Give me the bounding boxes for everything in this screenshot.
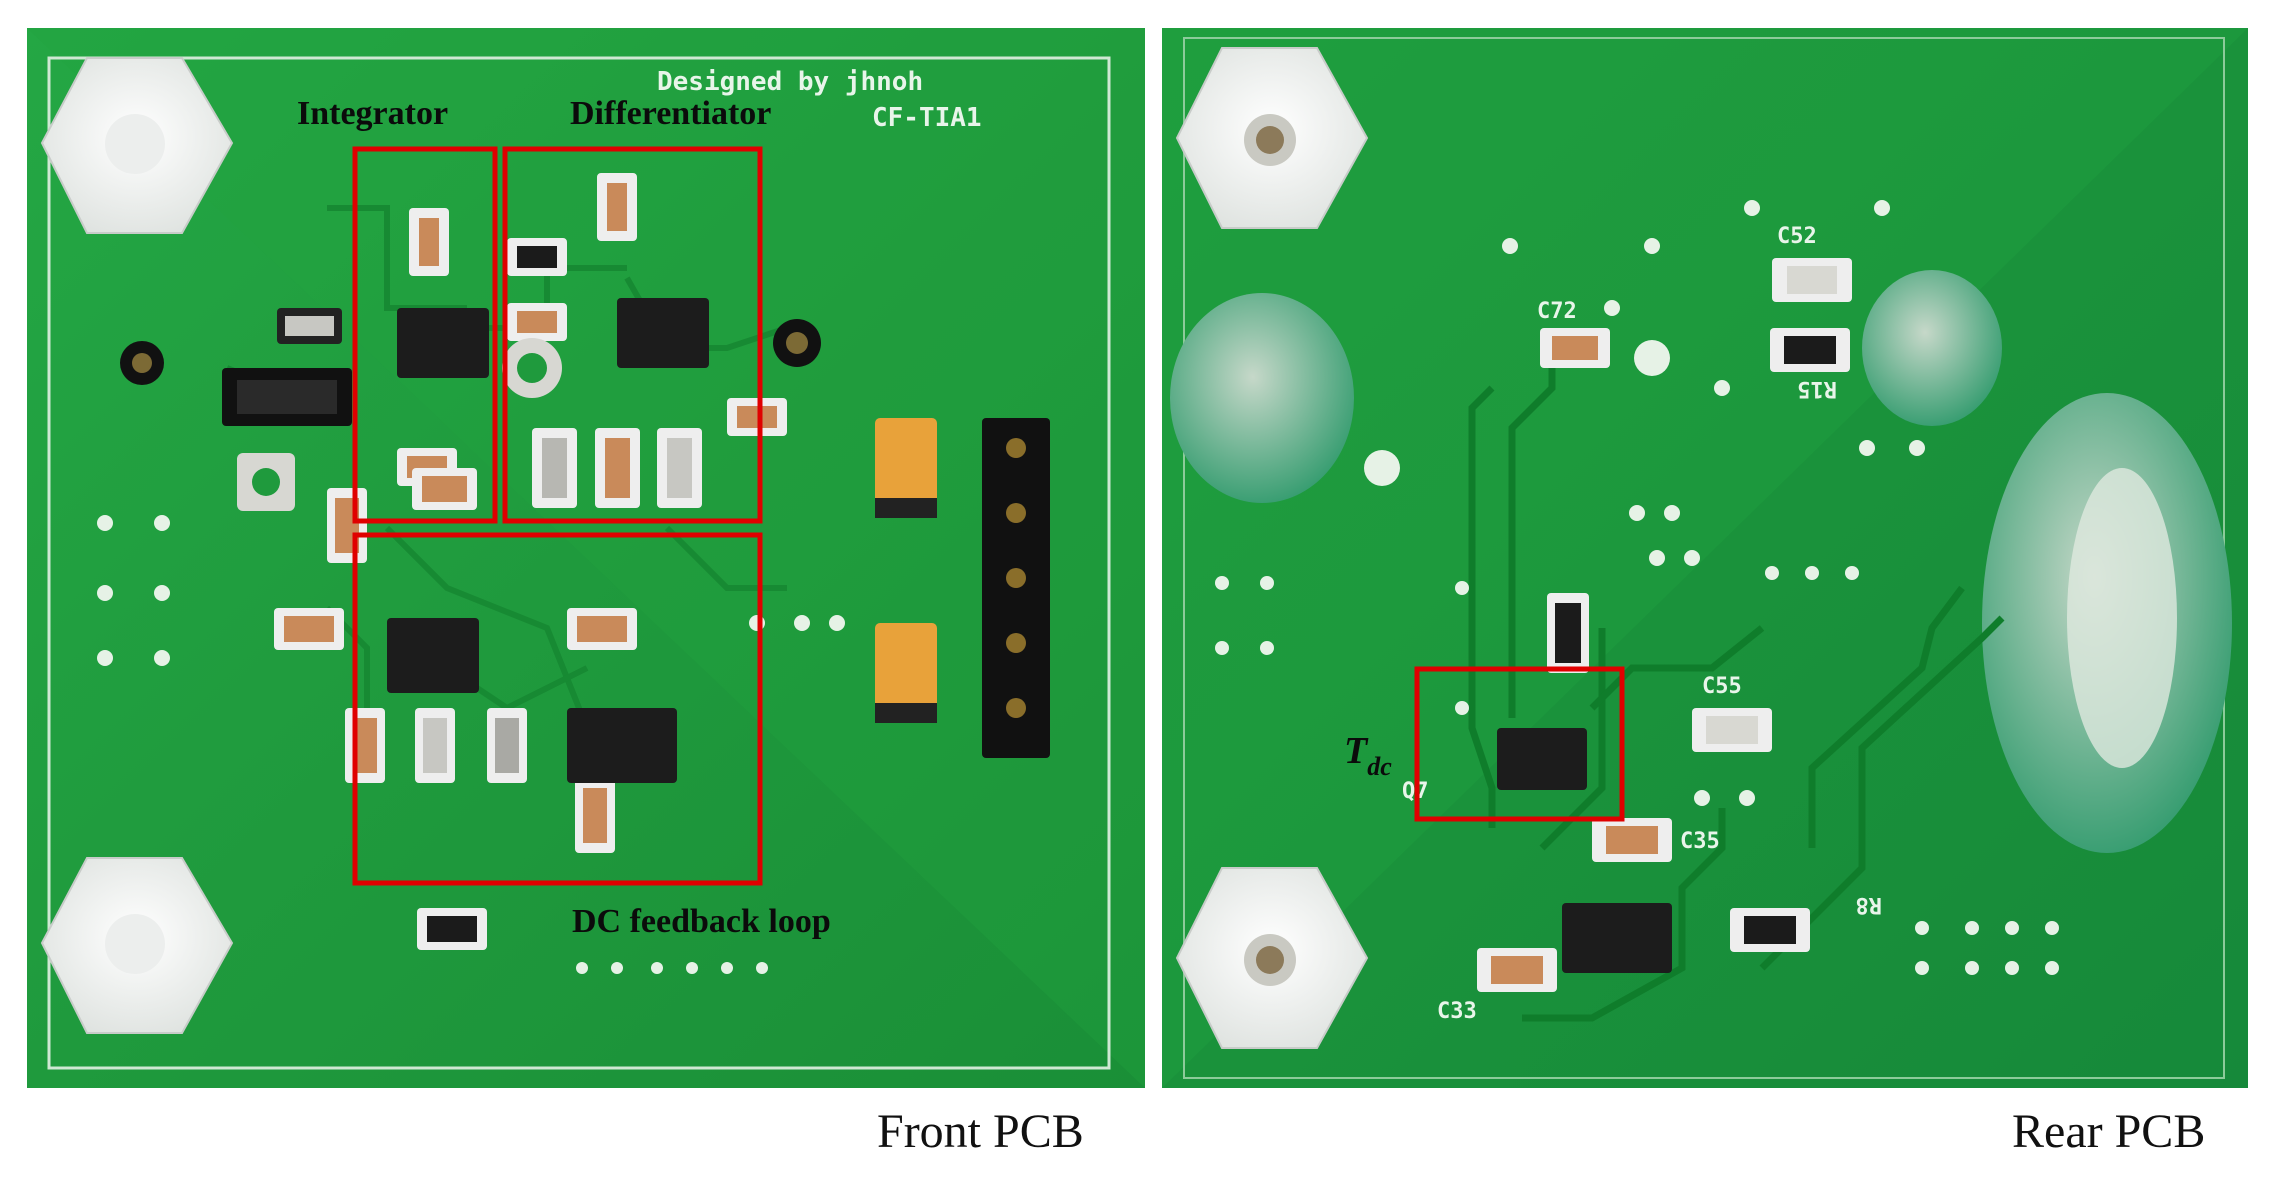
test-points bbox=[120, 319, 821, 511]
tdc-highlight-box bbox=[1414, 666, 1625, 822]
ic-packages bbox=[387, 298, 709, 783]
dc-feedback-box bbox=[352, 532, 763, 886]
board-outline bbox=[47, 56, 1111, 1070]
svg-text:C33: C33 bbox=[1437, 999, 1477, 1024]
rear-ics bbox=[1497, 728, 1672, 973]
tantalum-capacitors bbox=[875, 418, 937, 723]
label-dc-feedback-loop: DC feedback loop bbox=[572, 903, 831, 940]
silk-designer: Designed by jhnoh bbox=[657, 67, 923, 97]
svg-text:C52: C52 bbox=[1777, 224, 1817, 249]
caption-rear-pcb: Rear PCB bbox=[2012, 1105, 2206, 1158]
rear-smd bbox=[1477, 258, 1852, 992]
svg-text:C72: C72 bbox=[1537, 299, 1577, 324]
integrator-box bbox=[352, 146, 498, 524]
label-differentiator: Differentiator bbox=[570, 95, 771, 132]
svg-text:R15: R15 bbox=[1797, 376, 1837, 401]
standoff-bottom-left bbox=[40, 857, 234, 1034]
smd-components bbox=[222, 173, 787, 950]
pin-header-j1 bbox=[982, 418, 1050, 758]
silk-board-id: CF-TIA1 bbox=[872, 103, 982, 133]
highlight-boxes bbox=[352, 146, 763, 886]
label-tdc: Tdc bbox=[1344, 730, 1392, 781]
rear-traces bbox=[1468, 358, 2005, 1022]
standoff-rear-top bbox=[1175, 47, 1369, 229]
standoff-top-left bbox=[40, 57, 234, 234]
svg-text:R8: R8 bbox=[1856, 892, 1883, 917]
label-integrator: Integrator bbox=[297, 95, 448, 132]
rear-pcb-photo: C52 C72 R15 C55 Q7 C35 R8 C33 Tdc bbox=[1162, 28, 2248, 1088]
glue-blobs bbox=[1170, 270, 2232, 853]
standoff-rear-bottom bbox=[1175, 867, 1369, 1049]
svg-text:C35: C35 bbox=[1680, 829, 1720, 854]
vias bbox=[97, 515, 845, 974]
differentiator-box bbox=[502, 146, 763, 524]
svg-text:C55: C55 bbox=[1702, 674, 1742, 699]
front-pcb-photo: Designed by jhnoh CF-TIA1 bbox=[27, 28, 1145, 1088]
rear-vias bbox=[1215, 200, 2059, 975]
caption-front-pcb: Front PCB bbox=[877, 1105, 1084, 1158]
